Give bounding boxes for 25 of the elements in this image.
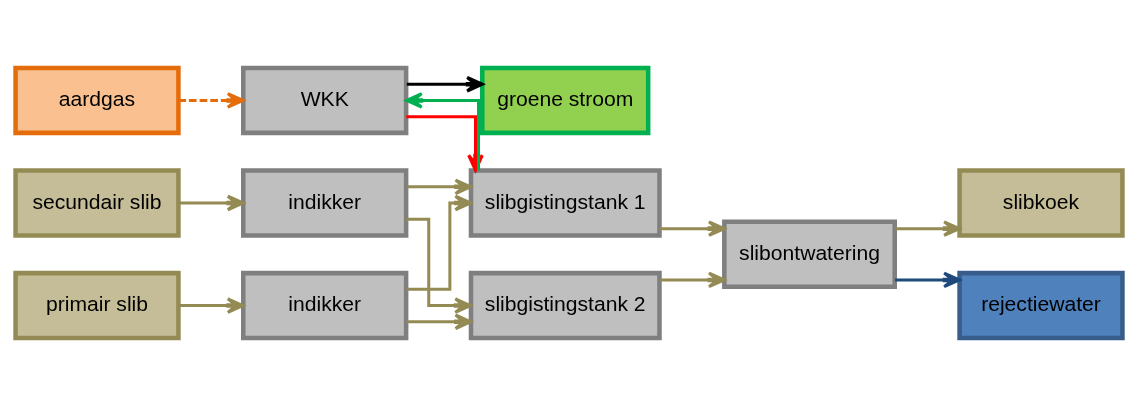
- arrow: [405, 91, 481, 171]
- arrow: [406, 217, 472, 314]
- node-box: indikker: [241, 167, 409, 238]
- arrow: [406, 312, 473, 330]
- node-box: slibgistingstank 2: [468, 270, 662, 340]
- arrow: [659, 219, 726, 237]
- arrow: [178, 91, 245, 109]
- arrow: [895, 271, 961, 288]
- node-box: slibontwatering: [722, 219, 897, 289]
- arrow: [178, 296, 245, 314]
- node-box: groene stroom: [480, 65, 651, 135]
- node-box: slibkoek: [957, 167, 1125, 238]
- node-box: primair slib: [13, 270, 181, 340]
- node-box: rejectiewater: [957, 270, 1125, 340]
- arrow: [406, 178, 473, 195]
- node-box: secundair slib: [13, 167, 181, 238]
- node-box: indikker: [241, 270, 409, 340]
- node-box: slibgistingstank 1: [468, 167, 662, 238]
- node-box: WKK: [241, 65, 409, 135]
- arrow: [178, 194, 245, 211]
- arrow: [659, 271, 726, 288]
- arrow: [406, 75, 484, 93]
- arrow: [895, 219, 961, 237]
- node-box: aardgas: [13, 65, 181, 135]
- arrow: [406, 194, 472, 291]
